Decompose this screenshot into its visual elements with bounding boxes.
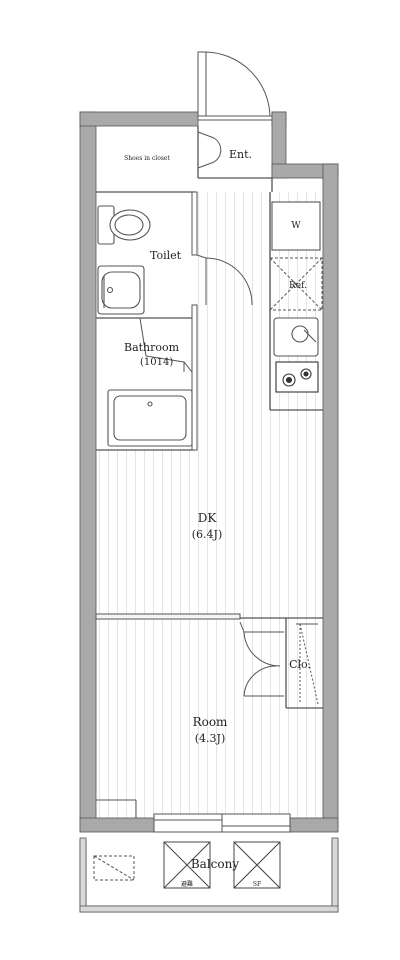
main-floor: [96, 450, 323, 818]
hatch-left-label: 避難: [181, 880, 193, 888]
closet-doors: [239, 621, 319, 705]
bathroom-label: Bathroom: [124, 341, 180, 354]
bathroom-door: [139, 317, 193, 373]
room-ledge: [96, 799, 137, 818]
toilet-fixture: [97, 205, 151, 245]
room-label: Room: [193, 715, 228, 729]
washer-label: W: [291, 221, 301, 231]
shoes-closet-label: Shoes in closet: [124, 155, 170, 162]
closet-label: Clo.: [289, 658, 311, 671]
dk-size-label: (6.4J): [192, 528, 223, 541]
fridge-label: Ref.: [289, 281, 307, 291]
dk-label: DK: [198, 511, 218, 525]
balcony-floor-strip: [79, 905, 339, 913]
bathroom-size-label: (1014): [140, 357, 173, 368]
bathtub: [107, 389, 193, 447]
kitchen-sink: [273, 317, 319, 357]
entrance-door: [197, 51, 272, 121]
evacuation-hatch-left: [163, 841, 211, 889]
toilet-label: Toilet: [150, 249, 182, 262]
room-divider-door: [95, 613, 241, 620]
fridge-space: [269, 257, 323, 311]
washer-space: [271, 201, 321, 251]
outer-walls: [79, 111, 339, 833]
balcony-label: Balcony: [191, 857, 239, 871]
balcony-window: [153, 813, 291, 833]
toilet-door: [196, 254, 253, 306]
ac-outdoor-unit: [93, 855, 135, 881]
room-size-label: (4.3J): [195, 732, 226, 745]
hatch-right-label: SF: [253, 881, 261, 888]
balcony-outer-rail-right: [331, 837, 339, 913]
shoe-closet-doors: [197, 131, 222, 169]
entrance-label: Ent.: [229, 148, 252, 161]
balcony-outer-rail: [79, 837, 87, 913]
washbasin: [97, 265, 145, 315]
evacuation-hatch-right: [233, 841, 281, 889]
toilet-wall-thick: [191, 191, 198, 451]
balcony: [79, 840, 339, 913]
stove: [275, 361, 319, 393]
